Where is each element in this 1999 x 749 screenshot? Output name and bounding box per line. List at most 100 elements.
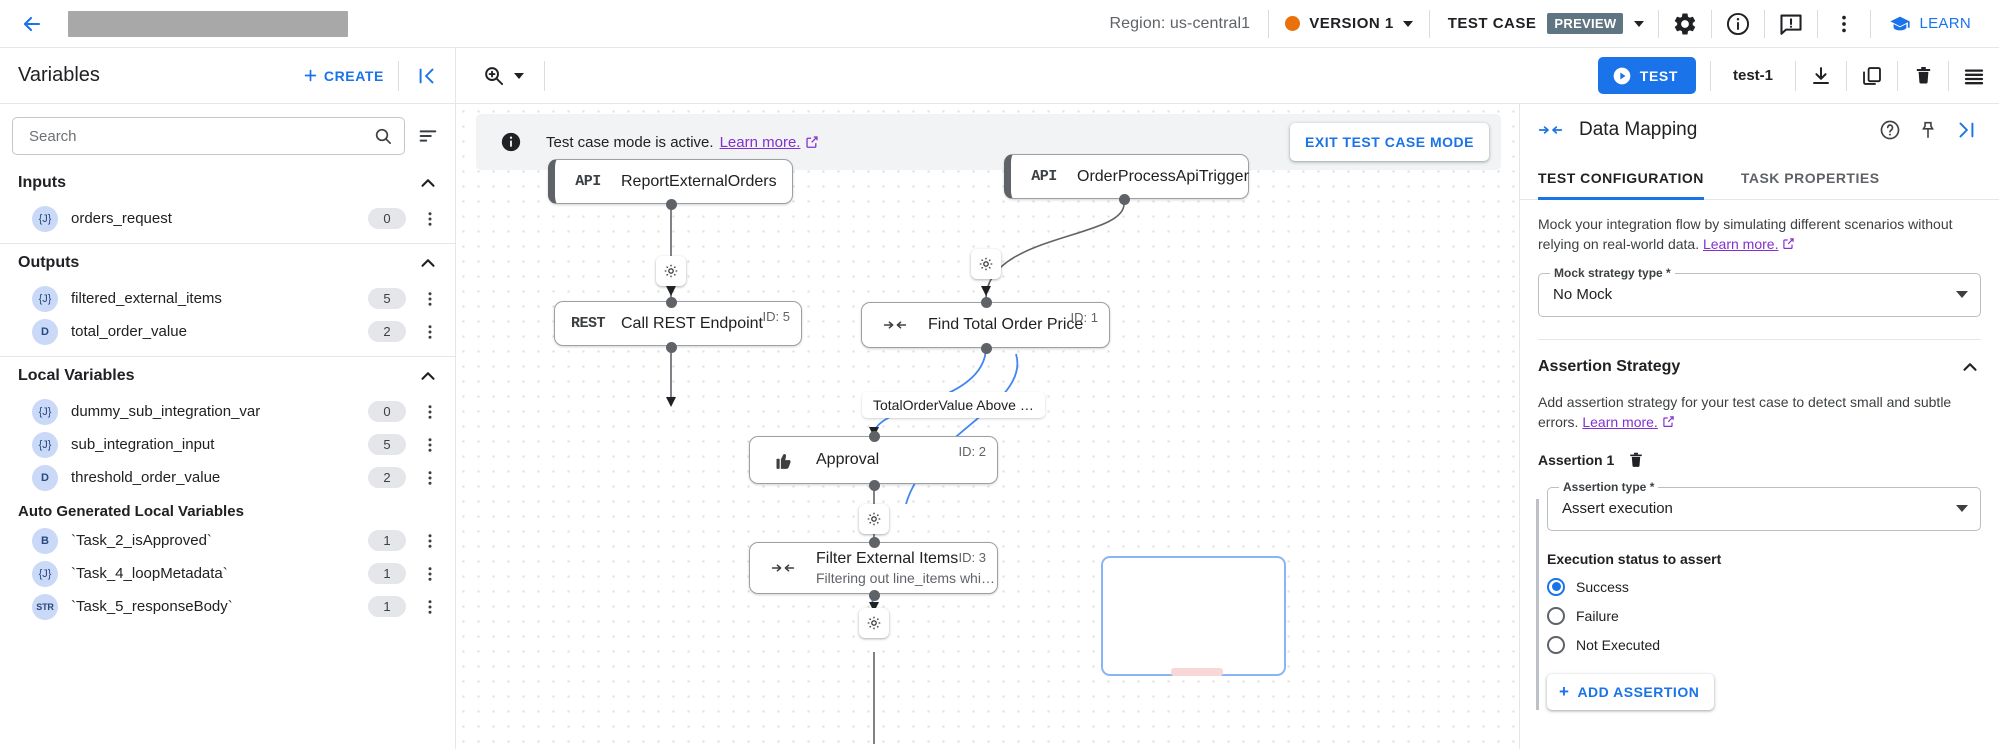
node-output-port[interactable]	[666, 342, 677, 353]
duplicate-button[interactable]	[1847, 48, 1897, 104]
node-order-process-api-trigger[interactable]: API OrderProcessApiTrigger	[1004, 154, 1249, 199]
exit-test-case-mode-button[interactable]: EXIT TEST CASE MODE	[1290, 123, 1489, 161]
variable-menu-button[interactable]	[419, 290, 441, 308]
node-approval[interactable]: Approval ID: 2	[749, 436, 998, 484]
node-output-port[interactable]	[981, 343, 992, 354]
variable-row[interactable]: STR `Task_5_responseBody` 1	[0, 590, 455, 623]
variable-count: 0	[368, 401, 406, 422]
section-header-local-variables[interactable]: Local Variables	[0, 357, 455, 395]
radio-failure-label: Failure	[1576, 607, 1619, 624]
variable-count: 2	[368, 467, 406, 488]
banner-learn-more-link[interactable]: Learn more.	[719, 133, 801, 151]
more-vert-button[interactable]	[1818, 0, 1870, 48]
node-output-port[interactable]	[666, 199, 677, 210]
node-report-external-orders[interactable]: API ReportExternalOrders	[548, 159, 793, 204]
collapse-panel-button[interactable]	[399, 48, 455, 103]
expand-panel-button[interactable]	[1947, 108, 1985, 152]
assertion-strategy-header[interactable]: Assertion Strategy	[1538, 356, 1981, 378]
variable-type-badge: {J}	[32, 431, 58, 458]
radio-option-failure[interactable]: Failure	[1547, 606, 1981, 625]
zoom-control[interactable]	[456, 48, 544, 103]
mock-learn-more-link[interactable]: Learn more.	[1702, 236, 1779, 253]
node-input-port[interactable]	[981, 297, 992, 308]
test-case-label: TEST CASE	[1447, 15, 1537, 32]
node-find-total-order-price[interactable]: Find Total Order Price ID: 1	[861, 302, 1110, 348]
variable-row[interactable]: {J} filtered_external_items 5	[0, 282, 455, 315]
node-output-port[interactable]	[869, 480, 880, 491]
node-input-port[interactable]	[869, 431, 880, 442]
variable-name: `Task_4_loopMetadata`	[71, 565, 228, 582]
variable-name: dummy_sub_integration_var	[71, 403, 261, 420]
search-input[interactable]	[27, 126, 373, 146]
assertion-learn-more-link[interactable]: Learn more.	[1582, 414, 1658, 431]
tab-test-configuration[interactable]: TEST CONFIGURATION	[1538, 156, 1723, 200]
variable-row[interactable]: D threshold_order_value 2	[0, 461, 455, 494]
mock-strategy-select[interactable]: Mock strategy type * No Mock	[1538, 265, 1981, 317]
node-filter-external-items[interactable]: Filter External Items Filtering out line…	[749, 542, 998, 594]
run-test-button[interactable]: TEST	[1597, 57, 1696, 94]
node-output-port[interactable]	[1119, 194, 1130, 205]
add-assertion-button[interactable]: + ADD ASSERTION	[1547, 673, 1715, 710]
assertion-type-select[interactable]: Assertion type * Assert execution	[1547, 479, 1981, 531]
download-button[interactable]	[1796, 48, 1846, 104]
variable-menu-button[interactable]	[419, 436, 441, 454]
node-call-rest-endpoint[interactable]: REST Call REST Endpoint ID: 5	[554, 301, 802, 346]
section-header-inputs[interactable]: Inputs	[0, 164, 455, 202]
radio-success-icon[interactable]	[1547, 577, 1565, 596]
variable-row[interactable]: D total_order_value 2	[0, 315, 455, 348]
tab-task-properties[interactable]: TASK PROPERTIES	[1740, 169, 1880, 186]
node-output-port[interactable]	[869, 590, 880, 601]
variable-menu-button[interactable]	[419, 403, 441, 421]
pin-button[interactable]	[1909, 108, 1947, 152]
assertion-type-value: Assert execution	[1562, 500, 1673, 518]
delete-icon	[1630, 452, 1643, 467]
node-input-port[interactable]	[666, 297, 677, 308]
more-vert-icon	[428, 566, 432, 581]
radio-option-success[interactable]: Success	[1547, 577, 1981, 596]
learn-button[interactable]: LEARN	[1871, 13, 1985, 35]
variable-menu-button[interactable]	[419, 210, 441, 228]
variable-row[interactable]: {J} dummy_sub_integration_var 0	[0, 395, 455, 428]
test-case-name[interactable]: test-1	[1732, 67, 1773, 84]
node-input-port[interactable]	[869, 537, 880, 548]
back-arrow-icon[interactable]	[18, 10, 46, 38]
variable-row[interactable]: {J} `Task_4_loopMetadata` 1	[0, 557, 455, 590]
variable-row[interactable]: {J} orders_request 0	[0, 202, 455, 235]
node-id-label: ID: 3	[958, 550, 986, 565]
feedback-button[interactable]	[1765, 0, 1817, 48]
test-case-selector[interactable]: TEST CASE PREVIEW	[1430, 13, 1659, 34]
variable-menu-button[interactable]	[419, 532, 441, 550]
variable-menu-button[interactable]	[419, 469, 441, 487]
radio-option-not-executed[interactable]: Not Executed	[1547, 635, 1981, 654]
delete-button[interactable]	[1898, 48, 1948, 104]
variable-menu-button[interactable]	[419, 598, 441, 616]
section-header-outputs[interactable]: Outputs	[0, 244, 455, 282]
node-selection-outline[interactable]	[1101, 556, 1286, 676]
version-selector[interactable]: VERSION 1	[1269, 15, 1429, 32]
logs-button[interactable]	[1949, 48, 1999, 104]
edge-settings-button[interactable]	[859, 504, 889, 534]
sort-button[interactable]	[415, 125, 441, 147]
search-box[interactable]	[12, 117, 405, 155]
radio-failure-icon[interactable]	[1547, 606, 1565, 625]
help-button[interactable]	[1871, 108, 1909, 152]
edge-settings-button[interactable]	[656, 256, 686, 286]
flow-canvas[interactable]: Test case mode is active. Learn more. EX…	[456, 104, 1519, 749]
variable-row[interactable]: B `Task_2_isApproved` 1	[0, 524, 455, 557]
variable-row[interactable]: {J} sub_integration_input 5	[0, 428, 455, 461]
node-subtitle: Filtering out line_items whi…	[816, 570, 995, 586]
edge-settings-button[interactable]	[971, 249, 1001, 279]
variable-menu-button[interactable]	[419, 565, 441, 583]
variable-menu-button[interactable]	[419, 323, 441, 341]
assertion-item-header: Assertion 1	[1538, 451, 1981, 469]
radio-not-executed-icon[interactable]	[1547, 635, 1565, 654]
settings-button[interactable]	[1659, 0, 1711, 48]
delete-assertion-button[interactable]	[1627, 451, 1645, 469]
variables-title: Variables	[18, 64, 100, 86]
edge-settings-button[interactable]	[859, 608, 889, 638]
edge-condition-label[interactable]: TotalOrderValue Above …	[862, 392, 1045, 418]
more-vert-icon	[428, 470, 432, 485]
node-error-indicator	[1171, 668, 1223, 676]
create-variable-button[interactable]: CREATE	[302, 67, 398, 84]
info-button[interactable]	[1712, 0, 1764, 48]
